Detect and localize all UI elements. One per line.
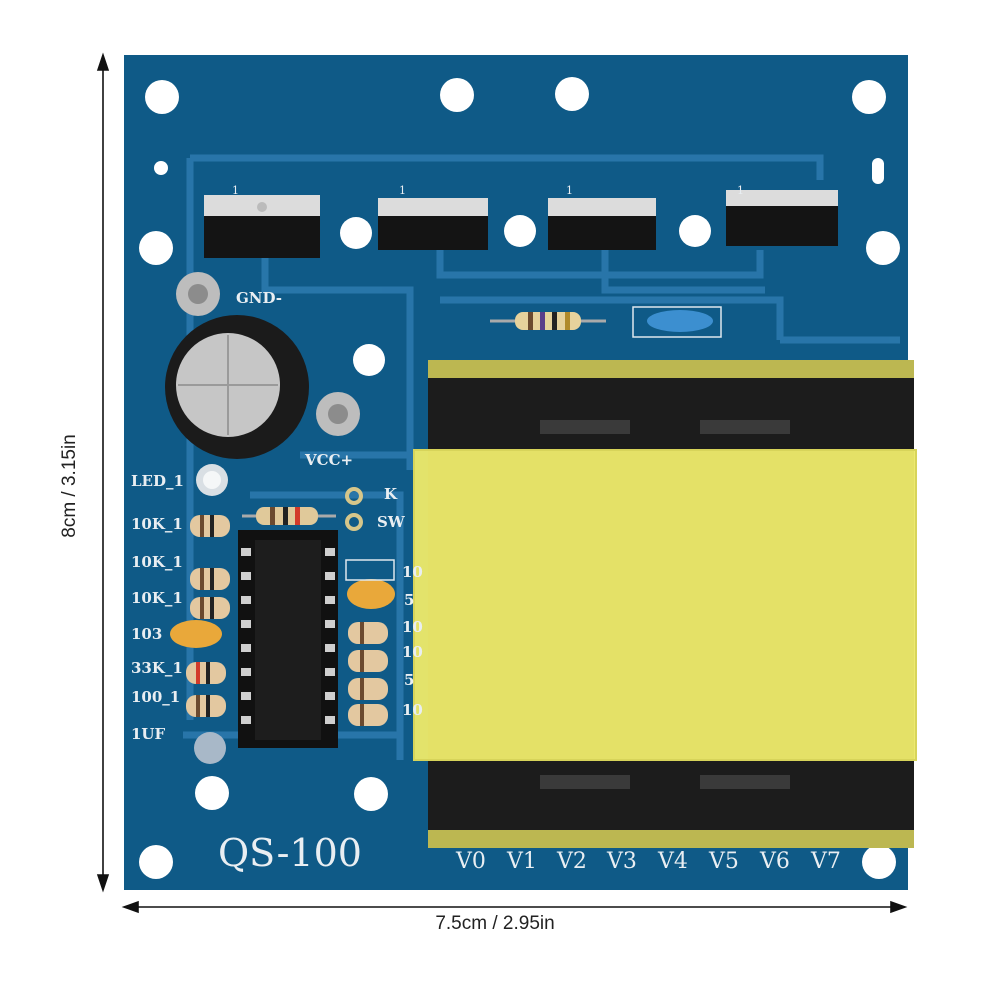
left-label: 33K_1 bbox=[131, 659, 183, 677]
k-label: K bbox=[384, 485, 398, 503]
vcc-terminal bbox=[316, 392, 360, 436]
silkscreen-text: GND- VCC+ LED_1 K SW 10K_1 10K_1 10K_1 1… bbox=[131, 289, 423, 743]
vcc-label: VCC+ bbox=[304, 451, 353, 469]
ic-top-resistor bbox=[242, 507, 336, 525]
right-label: 5 bbox=[404, 591, 414, 609]
transformer bbox=[413, 360, 917, 848]
right-label: 10 bbox=[402, 701, 423, 719]
mosfet-pin-label: 1 bbox=[566, 184, 573, 197]
left-label: 103 bbox=[131, 625, 162, 643]
output-label: V3 bbox=[606, 849, 637, 874]
output-label: V5 bbox=[708, 849, 739, 874]
mosfet-pin-label: 1 bbox=[399, 184, 406, 197]
gnd-label: GND- bbox=[236, 289, 282, 307]
left-label: 100_1 bbox=[131, 688, 180, 706]
right-label: 10 bbox=[402, 563, 423, 581]
left-label: 10K_1 bbox=[131, 589, 183, 607]
top-resistor bbox=[490, 312, 606, 330]
copper-traces bbox=[183, 154, 900, 760]
board-model-label: QS-100 bbox=[218, 831, 362, 875]
mosfet-pin-label: 1 bbox=[737, 184, 744, 197]
output-label: V2 bbox=[556, 849, 587, 874]
output-label: V6 bbox=[759, 849, 790, 874]
width-dimension-text: 7.5cm / 2.95in bbox=[435, 913, 555, 934]
ic-chip bbox=[238, 530, 338, 748]
right-label: 10 bbox=[402, 643, 423, 661]
sw-label: SW bbox=[377, 513, 406, 531]
output-labels: V0 V1 V2 V3 V4 V5 V6 V7 bbox=[455, 849, 841, 874]
width-dimension-arrow bbox=[121, 900, 908, 914]
header-pins bbox=[345, 487, 363, 531]
electrolytic-capacitor bbox=[165, 315, 309, 459]
width-dimension-label: 7.5cm / 2.95in bbox=[0, 913, 990, 935]
mounting-holes bbox=[139, 77, 900, 879]
mosfet-pin-labels: 1 1 1 1 bbox=[232, 184, 744, 197]
left-label: 10K_1 bbox=[131, 553, 183, 571]
output-label: V0 bbox=[455, 849, 486, 874]
right-label: 10 bbox=[402, 618, 423, 636]
right-resistors bbox=[345, 559, 395, 726]
top-ceramic-capacitor bbox=[632, 306, 722, 338]
left-label: 1UF bbox=[131, 725, 166, 743]
left-label: 10K_1 bbox=[131, 515, 183, 533]
output-label: V4 bbox=[657, 849, 688, 874]
led bbox=[196, 464, 228, 496]
height-dimension-text: 8cm / 3.15in bbox=[59, 434, 80, 538]
right-label: 5 bbox=[404, 671, 414, 689]
output-label: V1 bbox=[506, 849, 537, 874]
left-resistors bbox=[170, 515, 230, 764]
mosfet-row bbox=[204, 190, 838, 258]
led-label: LED_1 bbox=[131, 472, 184, 490]
gnd-terminal bbox=[176, 272, 220, 316]
height-dimension-arrow bbox=[96, 52, 110, 893]
mosfet-pin-label: 1 bbox=[232, 184, 239, 197]
output-label: V7 bbox=[810, 849, 841, 874]
